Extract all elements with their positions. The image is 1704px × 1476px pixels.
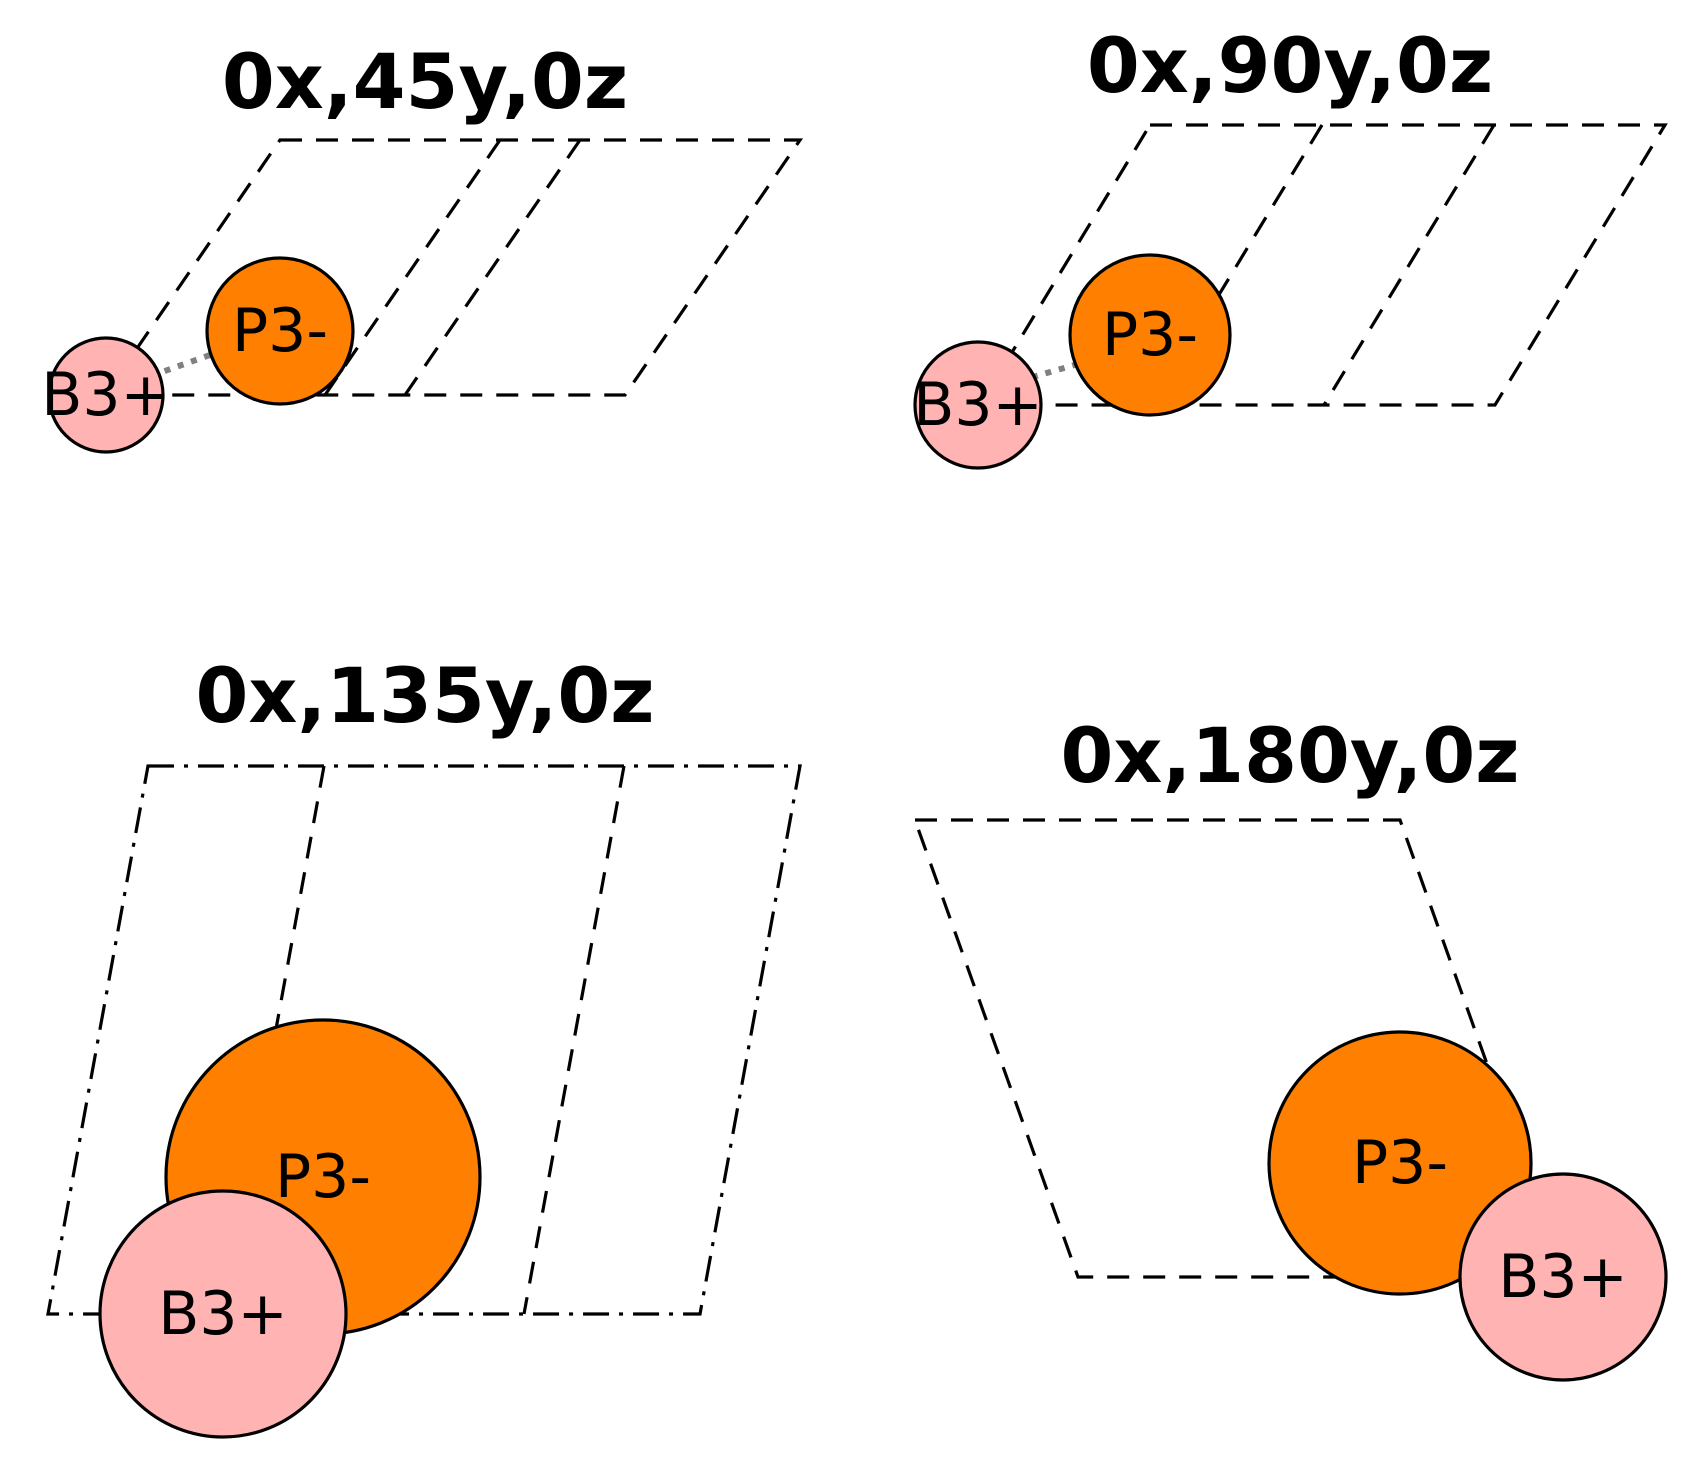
cation-label: B3+	[158, 1279, 288, 1349]
panel-title: 0x,135y,0z	[195, 651, 654, 740]
cation-sphere	[1458, 1172, 1668, 1382]
panel-title: 0x,90y,0z	[1087, 21, 1493, 110]
cation-sphere	[913, 340, 1043, 470]
cation-label: B3+	[913, 370, 1043, 440]
anion-label: P3-	[232, 296, 328, 366]
cation-sphere	[47, 336, 165, 454]
cation-label: B3+	[1498, 1242, 1628, 1312]
anion-label: P3-	[275, 1142, 371, 1212]
panel-title: 0x,45y,0z	[222, 37, 628, 126]
anion-label: P3-	[1102, 300, 1198, 370]
cation-label: B3+	[41, 360, 171, 430]
panel-90y: 0x,90y,0z P3- B3+	[913, 21, 1668, 470]
panel-title: 0x,180y,0z	[1060, 711, 1519, 800]
panel-45y: 0x,45y,0z P3- B3+	[41, 37, 804, 454]
panel-180y: 0x,180y,0z P3- B3+	[912, 711, 1668, 1382]
unit-cell-outline	[101, 138, 804, 397]
cation-sphere	[98, 1189, 348, 1439]
anion-label: P3-	[1352, 1128, 1448, 1198]
anion-sphere	[205, 256, 355, 406]
unit-cell-outline	[46, 764, 802, 1316]
anion-sphere	[1267, 1030, 1533, 1296]
anion-sphere	[1068, 253, 1232, 417]
panel-135y: 0x,135y,0z P3- B3+	[46, 651, 802, 1439]
